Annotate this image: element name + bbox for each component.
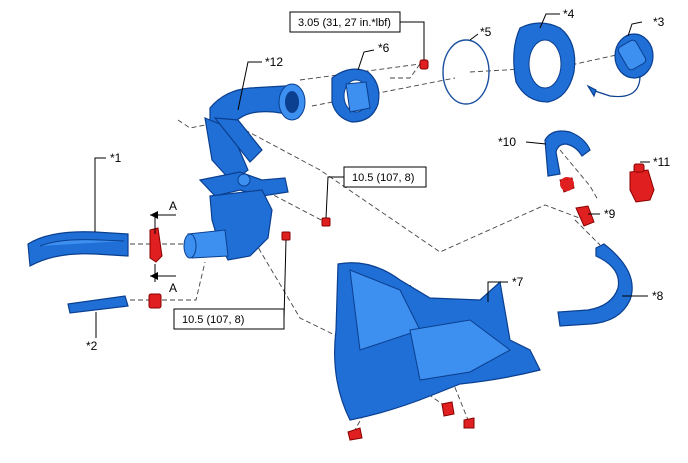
- protector-clip-mid: [441, 401, 455, 417]
- callout-4: *4: [563, 7, 575, 21]
- torque-spec-bottom-group: 10.5 (107, 8): [173, 239, 287, 330]
- inlet-retainer: [331, 68, 380, 123]
- callout-10: *10: [498, 135, 516, 149]
- callout-12: *12: [265, 55, 283, 69]
- fuel-tank-cap: [586, 33, 654, 98]
- retainer-screw: [419, 59, 429, 70]
- hose-clip-set: [559, 177, 595, 227]
- callout-1: *1: [110, 151, 122, 165]
- callout-6: *6: [378, 41, 390, 55]
- view-mark-top: A: [169, 199, 177, 213]
- vent-hose: [557, 243, 633, 327]
- fuel-tank-inlet-pipe-assembly: [183, 83, 306, 261]
- tube-clip: [148, 293, 162, 309]
- torque-spec-top: 3.05 (31, 27 in.*lbf): [298, 17, 391, 29]
- fuel-cap-gasket: [442, 39, 490, 105]
- leader-lines: [94, 13, 650, 338]
- protector-bolt-upper: [321, 217, 331, 227]
- view-a-clamp: [149, 211, 176, 282]
- callout-8: *8: [652, 289, 664, 303]
- view-mark-bottom: A: [169, 281, 177, 295]
- protector-clip-right: [463, 417, 475, 429]
- callout-9: *9: [604, 207, 616, 221]
- curved-hose: [544, 130, 591, 177]
- callout-3: *3: [653, 15, 665, 29]
- callout-2: *2: [86, 339, 98, 353]
- breather-tube: [67, 293, 162, 314]
- callout-7: *7: [512, 275, 524, 289]
- fuel-inlet-box-ring: [513, 22, 576, 103]
- protector-clip-left: [347, 427, 363, 441]
- fuel-inlet-pipe: [27, 231, 129, 267]
- callout-11: *11: [653, 155, 670, 169]
- torque-spec-middle-group: 10.5 (107, 8): [325, 166, 427, 219]
- torque-spec-top-group: 3.05 (31, 27 in.*lbf): [289, 11, 425, 60]
- torque-spec-bottom: 10.5 (107, 8): [182, 314, 244, 326]
- fuel-vapor-valve: [629, 163, 655, 203]
- callout-5: *5: [480, 25, 492, 39]
- inlet-bolt: [281, 231, 291, 241]
- torque-spec-middle: 10.5 (107, 8): [352, 172, 414, 184]
- fuel-inlet-protector: [321, 217, 541, 441]
